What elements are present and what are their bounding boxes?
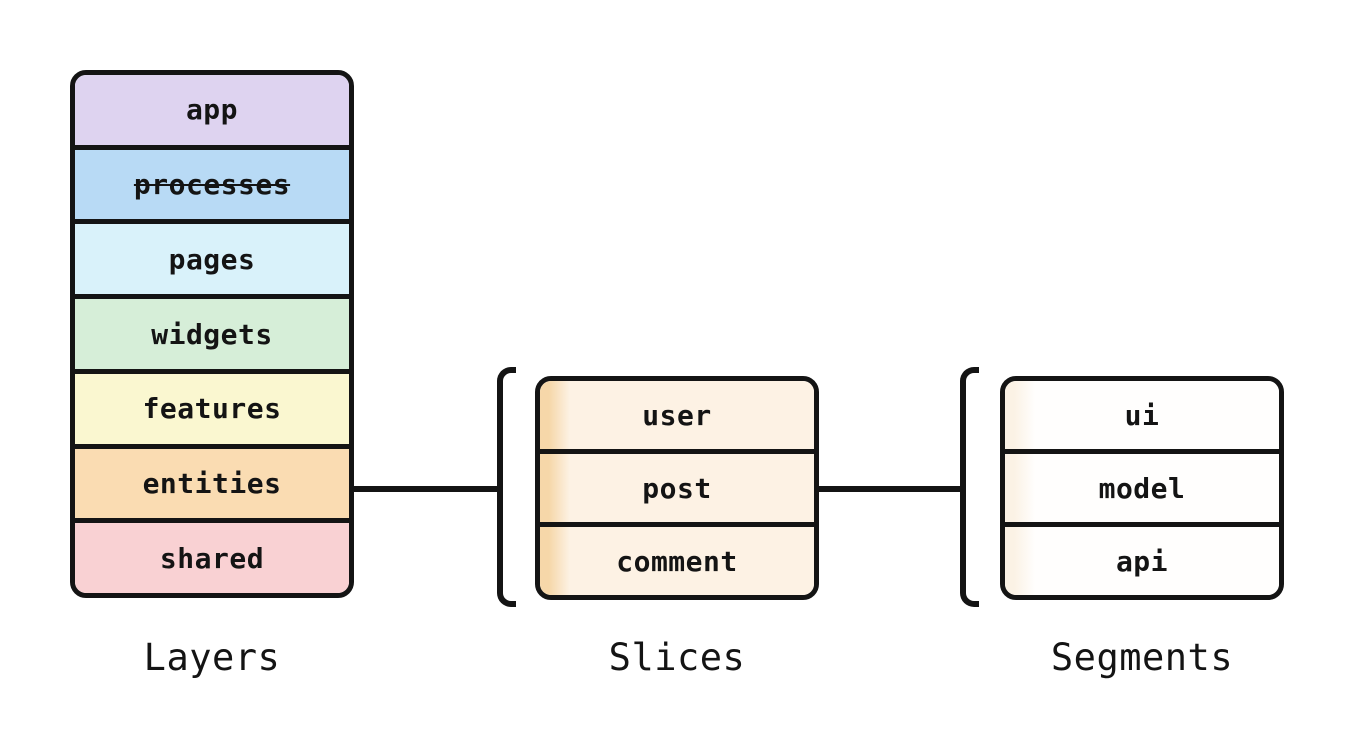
slice-row-user: user xyxy=(540,381,814,449)
slice-label-post: post xyxy=(642,471,712,505)
layer-label-shared: shared xyxy=(159,541,265,575)
layers-caption: Layers xyxy=(143,636,281,679)
layer-label-app: app xyxy=(185,93,239,127)
slices-caption: Slices xyxy=(608,636,746,679)
slice-label-user: user xyxy=(642,398,712,432)
layer-row-widgets: widgets xyxy=(75,294,349,369)
layer-label-entities: entities xyxy=(142,466,282,500)
layer-row-shared: shared xyxy=(75,518,349,593)
segment-row-model: model xyxy=(1005,449,1279,522)
segments-caption: Segments xyxy=(1050,636,1234,679)
segment-label-api: api xyxy=(1115,544,1169,578)
connector-layers-slices xyxy=(351,486,497,492)
slices-bracket-icon xyxy=(497,367,516,607)
layer-label-features: features xyxy=(142,392,282,426)
layer-row-features: features xyxy=(75,368,349,444)
layer-row-pages: pages xyxy=(75,219,349,295)
slice-row-post: post xyxy=(540,449,814,522)
segment-label-model: model xyxy=(1098,471,1186,505)
layer-label-processes: processes xyxy=(133,168,291,202)
layer-row-entities: entities xyxy=(75,443,349,519)
slice-row-comment: comment xyxy=(540,522,814,595)
connector-slices-segments xyxy=(816,486,960,492)
layers-stack: app processes pages widgets features ent… xyxy=(70,70,354,598)
slices-stack: user post comment xyxy=(535,376,819,600)
segment-row-ui: ui xyxy=(1005,381,1279,449)
segment-label-ui: ui xyxy=(1124,398,1160,432)
layer-row-app: app xyxy=(75,75,349,145)
layer-row-processes: processes xyxy=(75,144,349,220)
layer-label-widgets: widgets xyxy=(151,317,273,351)
slice-label-comment: comment xyxy=(616,544,738,578)
segments-bracket-icon xyxy=(960,367,979,607)
layer-label-pages: pages xyxy=(168,242,256,276)
segment-row-api: api xyxy=(1005,522,1279,595)
segments-stack: ui model api xyxy=(1000,376,1284,600)
